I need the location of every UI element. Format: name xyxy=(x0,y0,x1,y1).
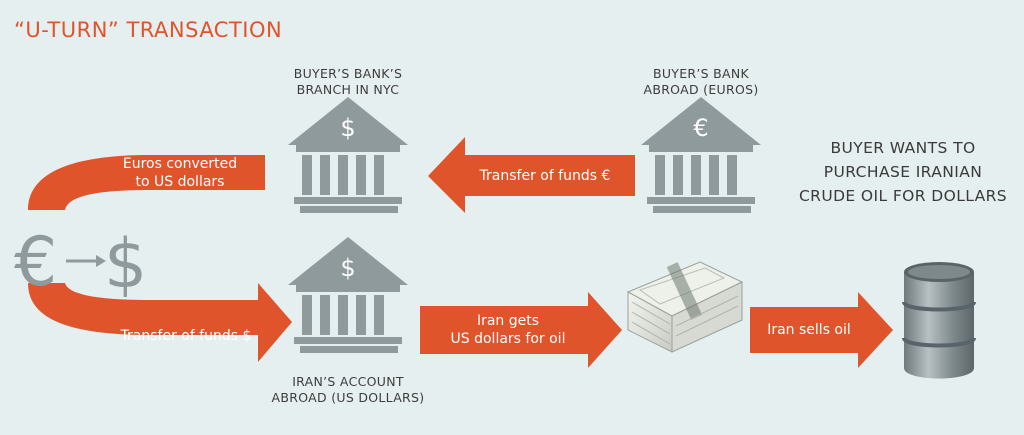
arrow-text-iran-gets-line1: Iran gets xyxy=(476,313,540,329)
label-iran-account: IRAN’S ACCOUNT ABROAD (US DOLLARS) xyxy=(258,374,438,406)
arrow-text-euros-converted-line2: to US dollars xyxy=(135,174,225,190)
bank-abroad-icon xyxy=(641,97,761,213)
bank-iran-icon xyxy=(288,237,408,353)
label-nyc-branch: BUYER’S BANK’S BRANCH IN NYC xyxy=(278,66,418,98)
arrow-text-transfer-euro: Transfer of funds € xyxy=(479,168,611,184)
arrow-text-iran-gets: Iran gets US dollars for oil xyxy=(424,312,592,348)
conversion-euro-symbol: € xyxy=(14,223,57,302)
label-iran-account-line1: IRAN’S ACCOUNT xyxy=(292,374,404,389)
conversion-dollar-symbol: $ xyxy=(104,225,147,304)
buyer-note-line2: PURCHASE IRANIAN xyxy=(823,163,983,181)
arrow-iran-sells xyxy=(750,292,893,368)
oil-barrel-icon xyxy=(902,262,976,379)
arrow-text-euros-converted: Euros converted to US dollars xyxy=(100,155,260,191)
label-abroad-bank-line1: BUYER’S BANK xyxy=(652,66,750,81)
arrow-text-euros-converted-line1: Euros converted xyxy=(122,156,238,172)
arrow-text-iran-sells: Iran sells oil xyxy=(767,322,851,338)
u-turn-arrow xyxy=(28,155,292,362)
conversion-arrow-icon xyxy=(66,255,106,267)
label-iran-account-line2: ABROAD (US DOLLARS) xyxy=(271,390,425,405)
arrow-iran-gets xyxy=(420,292,622,368)
label-nyc-branch-line1: BUYER’S BANK’S xyxy=(293,66,403,81)
bank-nyc-icon xyxy=(288,97,408,213)
buyer-note-line1: BUYER WANTS TO xyxy=(830,139,976,157)
bank-iran-symbol: $ xyxy=(340,254,355,282)
label-abroad-bank-line2: ABROAD (EUROS) xyxy=(643,82,759,97)
cash-stack-icon xyxy=(626,261,744,353)
buyer-note: BUYER WANTS TO PURCHASE IRANIAN CRUDE OI… xyxy=(785,136,1021,208)
bank-abroad-symbol: € xyxy=(693,114,708,142)
diagram-title: “U-TURN” TRANSACTION xyxy=(14,18,283,42)
buyer-note-line3: CRUDE OIL FOR DOLLARS xyxy=(798,187,1008,205)
label-nyc-branch-line2: BRANCH IN NYC xyxy=(296,82,400,97)
arrow-text-iran-gets-line2: US dollars for oil xyxy=(450,331,566,347)
arrow-transfer-euro xyxy=(428,137,635,213)
arrow-text-transfer-dollar: Transfer of funds $ xyxy=(120,328,252,344)
label-abroad-bank: BUYER’S BANK ABROAD (EUROS) xyxy=(630,66,772,98)
bank-nyc-symbol: $ xyxy=(340,114,355,142)
